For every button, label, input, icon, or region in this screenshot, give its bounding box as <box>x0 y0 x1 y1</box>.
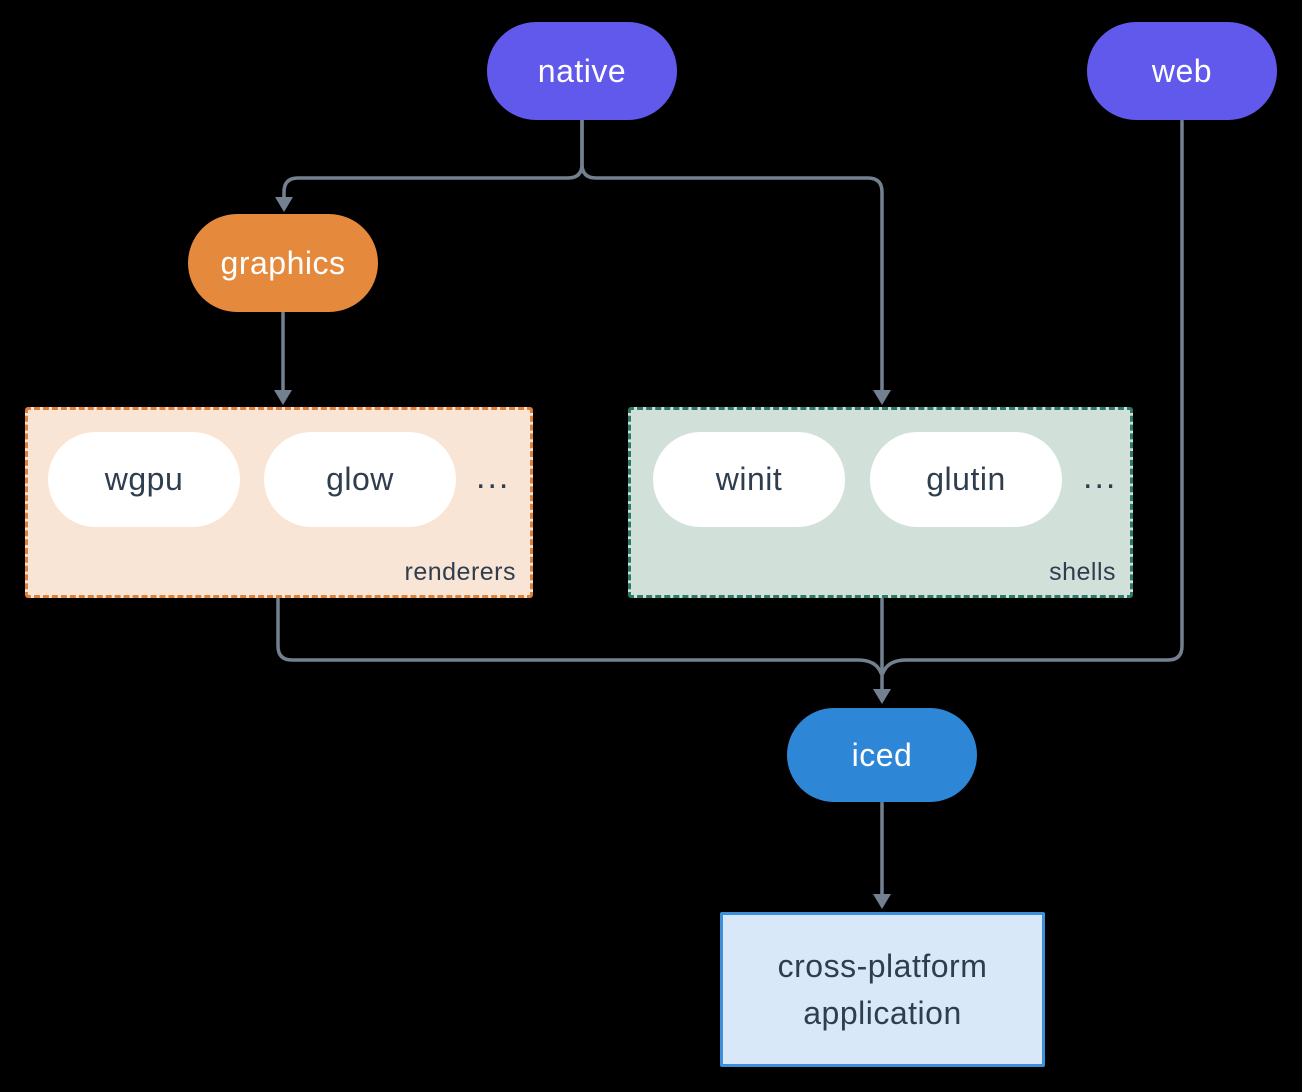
node-winit: winit <box>653 432 845 527</box>
shells-ellipsis: ... <box>1083 458 1118 496</box>
node-glow: glow <box>264 432 456 527</box>
arrowhead-into-shells-icon <box>873 390 891 405</box>
edge-web-merge <box>881 119 1184 675</box>
renderers-group-label: renderers <box>404 558 516 586</box>
node-graphics: graphics <box>188 214 378 312</box>
arrowhead-into-graphics-icon <box>275 197 293 212</box>
arrowhead-into-renderers-icon <box>274 390 292 405</box>
edge-native-graphics <box>282 118 584 200</box>
renderers-ellipsis: ... <box>476 458 511 496</box>
node-native: native <box>487 22 677 120</box>
node-iced: iced <box>787 708 977 802</box>
node-glutin: glutin <box>870 432 1062 527</box>
arrowhead-into-app-icon <box>873 894 891 909</box>
arrowhead-into-iced-icon <box>873 689 891 704</box>
shells-group-label: shells <box>1049 558 1116 586</box>
node-cross-platform-application: cross-platform application <box>720 912 1045 1067</box>
edge-native-shells <box>580 118 884 393</box>
app-label-line1: cross-platform <box>777 947 988 984</box>
node-wgpu: wgpu <box>48 432 240 527</box>
group-shells: winit glutin ... shells <box>628 407 1133 598</box>
node-web: web <box>1087 22 1277 120</box>
edge-renderers-merge <box>276 597 883 675</box>
group-renderers: wgpu glow ... renderers <box>25 407 533 598</box>
app-label-line2: application <box>803 994 962 1031</box>
